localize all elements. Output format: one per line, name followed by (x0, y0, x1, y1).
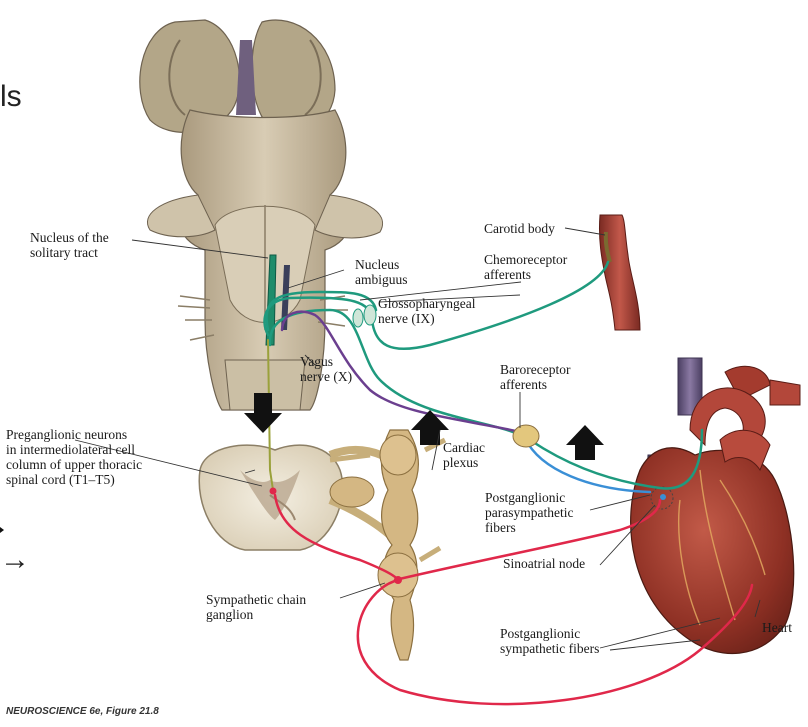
label-postganglionic-parasympathetic: Postganglionic parasympathetic fibers (485, 490, 574, 535)
label-heart: Heart (762, 620, 792, 635)
figure-caption: NEUROSCIENCE 6e, Figure 21.8 (6, 706, 159, 717)
label-baroreceptor-afferents: Baroreceptor afferents (500, 362, 571, 392)
label-cardiac-plexus: Cardiac plexus (443, 440, 485, 470)
label-sinoatrial-node: Sinoatrial node (503, 556, 586, 571)
label-nucleus-ambiguus: Nucleus ambiguus (355, 257, 408, 287)
leader-lines (74, 227, 761, 651)
label-glossopharyngeal-nerve: Glossopharyngeal nerve (IX) (378, 296, 476, 326)
brainstem (139, 19, 383, 411)
label-sympathetic-chain-ganglion: Sympathetic chain ganglion (206, 592, 307, 622)
label-chemoreceptor-afferents: Chemoreceptor afferents (484, 252, 568, 282)
label-vagus-nerve: Vagus nerve (X) (300, 354, 353, 384)
heart-illustration (630, 357, 801, 655)
flow-arrows (244, 393, 604, 460)
arrow-up-plexus (411, 410, 449, 445)
label-carotid-body: Carotid body (484, 221, 555, 236)
partial-slide-text: ls (0, 80, 22, 113)
label-nucleus-solitary-tract: Nucleus of the solitary tract (30, 230, 109, 260)
arrow-up-heart (566, 425, 604, 460)
label-postganglionic-sympathetic: Postganglionic sympathetic fibers (500, 626, 600, 656)
nerve-pathways (263, 260, 754, 706)
arrow-down-spinal (244, 393, 282, 433)
label-preganglionic-neurons: Preganglionic neurons in intermediolater… (6, 427, 143, 487)
partial-arrow-icon: → (0, 543, 30, 576)
carotid-artery (599, 214, 641, 331)
ganglion-nodules (269, 304, 666, 584)
sympathetic-chain (329, 429, 447, 661)
partial-bullet-icon (0, 524, 4, 536)
